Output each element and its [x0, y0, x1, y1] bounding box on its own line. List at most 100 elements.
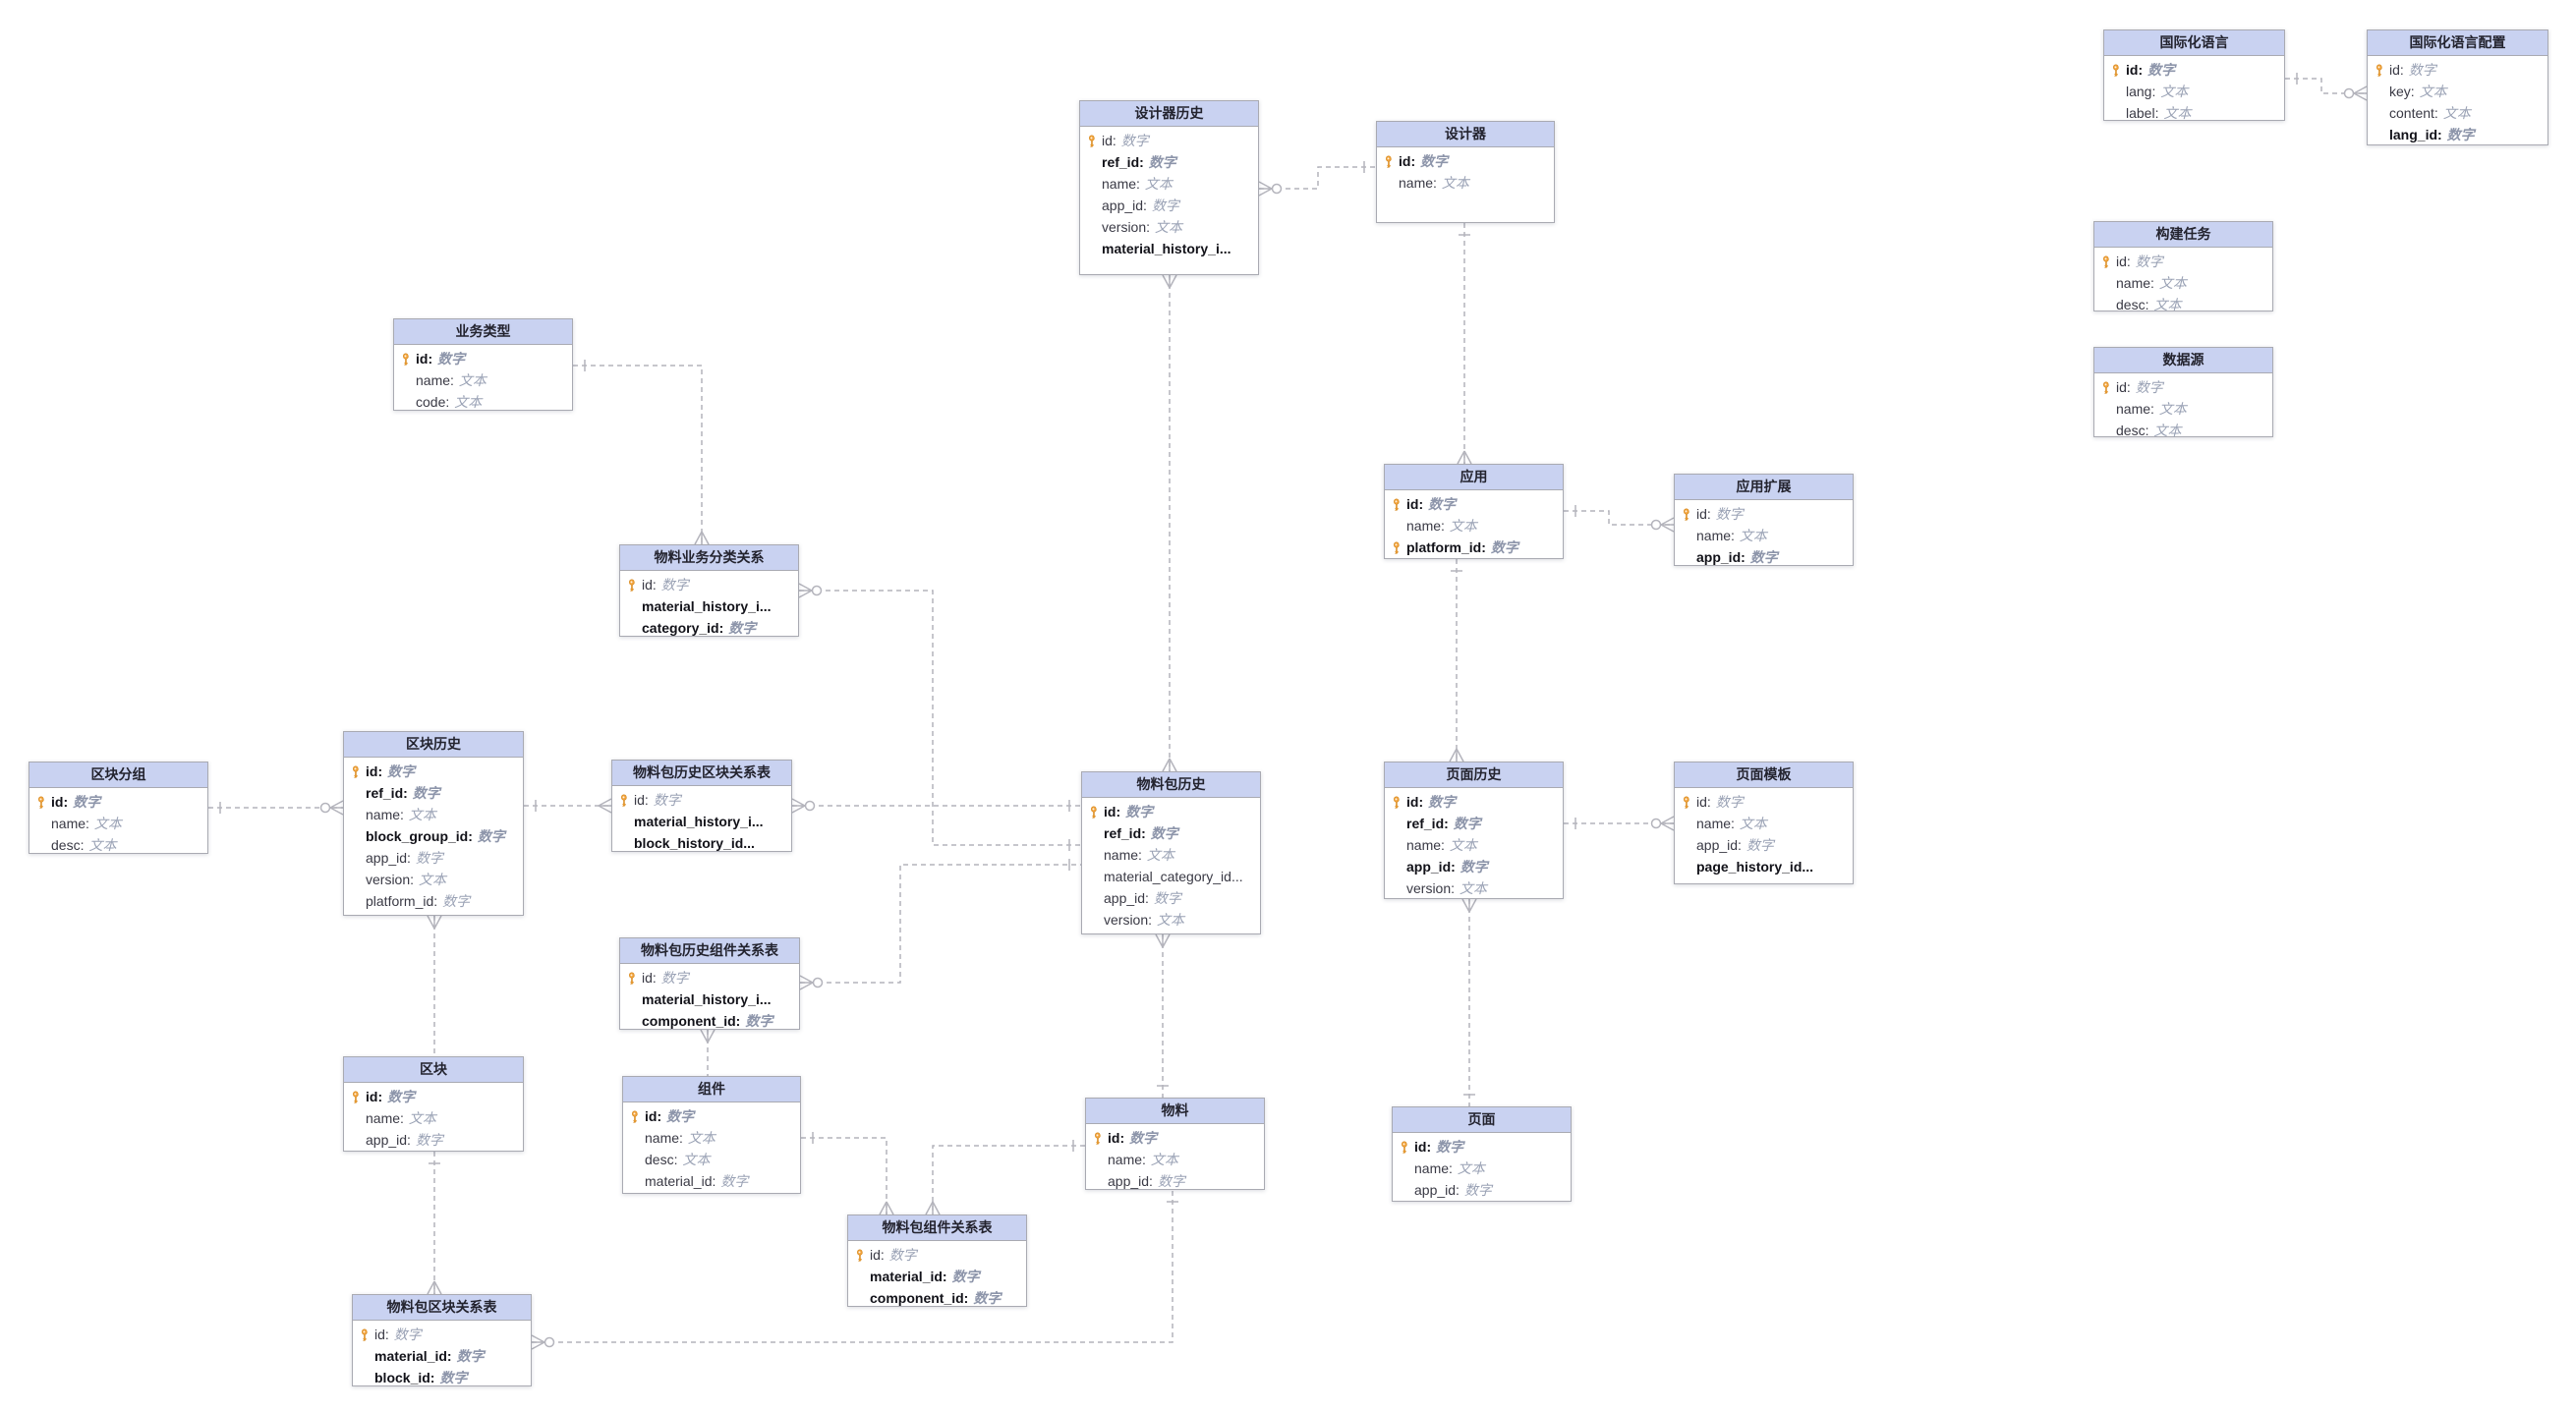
entity-field: platform_id:数字: [344, 890, 523, 912]
entity-title: 物料包历史组件关系表: [620, 938, 799, 964]
entity-field: category_id:数字: [620, 617, 798, 639]
field-type: 数字: [1463, 1182, 1492, 1198]
entity-field: name:文本: [1377, 172, 1554, 194]
relationship-edge[interactable]: [925, 1140, 1085, 1215]
field-name: ref_id:: [366, 785, 408, 801]
relationship-edge[interactable]: [1457, 223, 1472, 465]
relationship-edge[interactable]: [801, 1132, 894, 1215]
relationship-edge[interactable]: [531, 1190, 1178, 1350]
entity-field: app_id:数字: [1675, 546, 1853, 568]
entity-field: desc:文本: [29, 834, 207, 856]
field-type: 数字: [728, 620, 757, 636]
entity-field: id:数字: [2094, 251, 2272, 272]
relationship-edge[interactable]: [1564, 505, 1675, 533]
field-name: material_history_i...: [1102, 241, 1231, 256]
relationship-edge[interactable]: [573, 360, 710, 545]
field-name: version:: [1102, 219, 1151, 235]
field-type: 数字: [888, 1247, 917, 1263]
relationship-edge[interactable]: [427, 915, 442, 1056]
relationship-edge[interactable]: [799, 859, 1081, 990]
relationship-edge[interactable]: [208, 800, 344, 816]
entity-field: desc:文本: [2094, 294, 2272, 315]
entity-field: app_id:数字: [1385, 856, 1563, 877]
field-name: block_id:: [374, 1370, 435, 1385]
field-name: id:: [1399, 153, 1416, 169]
relationship-edge[interactable]: [1155, 933, 1171, 1098]
relationship-edge[interactable]: [1449, 559, 1464, 762]
entity-field: name:文本: [1086, 1149, 1264, 1170]
entity-title: 业务类型: [394, 319, 572, 345]
entity-field: name:文本: [1393, 1158, 1571, 1179]
field-type: 文本: [93, 816, 122, 831]
entity-field: material_history_i...: [620, 595, 798, 617]
field-name: block_group_id:: [366, 828, 473, 844]
relationship-edge[interactable]: [1258, 161, 1376, 197]
primary-key-icon: [1390, 795, 1406, 809]
relationship-edge[interactable]: [791, 798, 1081, 814]
entity-title: 构建任务: [2094, 222, 2272, 248]
entity-field: desc:文本: [2094, 420, 2272, 441]
primary-key-icon: [1087, 805, 1104, 819]
entity-title: 物料包组件关系表: [848, 1215, 1026, 1241]
relationship-edge[interactable]: [798, 583, 1081, 851]
field-name: name:: [2116, 275, 2154, 291]
relationship-edge[interactable]: [524, 798, 612, 814]
field-name: id:: [1696, 506, 1711, 522]
field-name: id:: [2126, 62, 2144, 78]
entity-field: app_id:数字: [1082, 887, 1260, 909]
field-type: 数字: [387, 763, 416, 779]
entity-field: block_id:数字: [353, 1367, 531, 1388]
relationship-edge[interactable]: [427, 1152, 442, 1295]
field-type: 数字: [1715, 794, 1744, 810]
field-name: material_history_i...: [642, 991, 772, 1007]
field-type: 数字: [2135, 379, 2163, 395]
primary-key-icon: [1398, 1140, 1414, 1154]
field-type: 数字: [660, 970, 689, 986]
field-type: 数字: [973, 1290, 1002, 1306]
relationship-edge[interactable]: [1564, 816, 1675, 831]
relationship-edge[interactable]: [2285, 73, 2368, 101]
relationship-edge[interactable]: [1162, 274, 1177, 772]
entity-field: id:数字: [1393, 1136, 1571, 1158]
entity-field: name:文本: [344, 1107, 523, 1129]
field-name: page_history_id...: [1696, 859, 1814, 875]
field-name: platform_id:: [366, 893, 438, 909]
entity-field: id:数字: [394, 348, 572, 369]
entity-field: app_id:数字: [344, 1129, 523, 1151]
entity-field: app_id:数字: [1393, 1179, 1571, 1201]
relationship-edge[interactable]: [700, 1029, 716, 1076]
relationship-edge[interactable]: [1461, 898, 1477, 1106]
field-type: 数字: [1428, 794, 1457, 810]
